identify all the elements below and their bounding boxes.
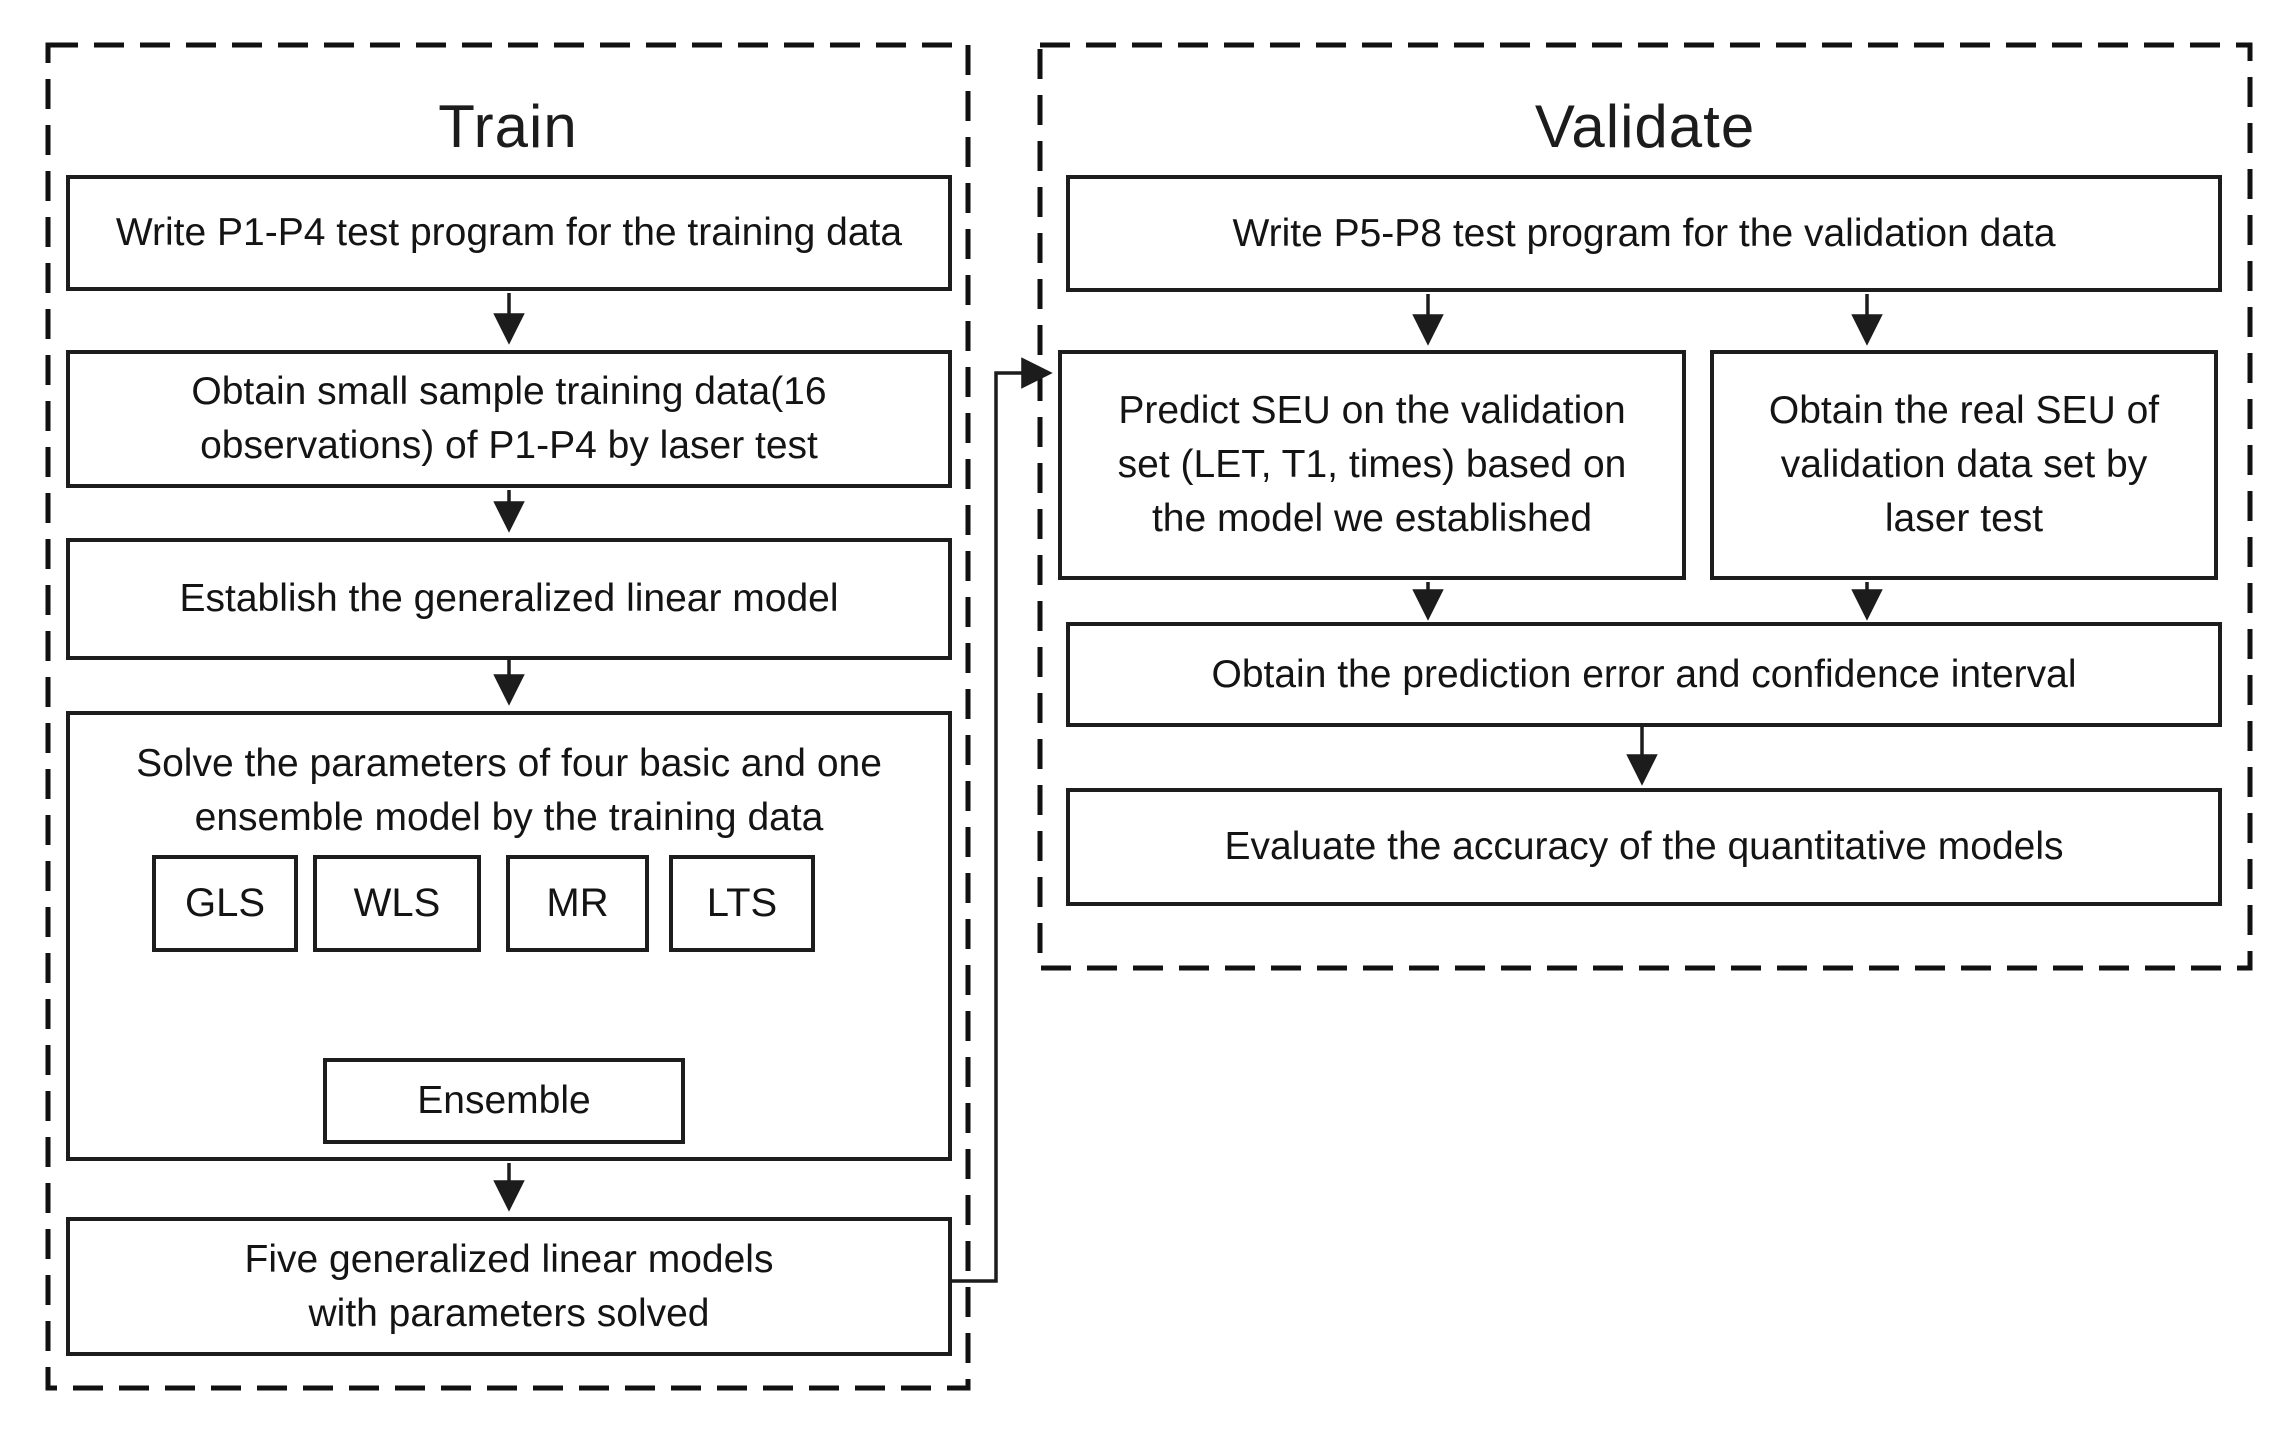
- train-step-solve-line2: ensemble model by the training data: [194, 795, 824, 839]
- train-step-establish-model: Establish the generalized linear model: [66, 538, 952, 660]
- train-step-five-models-line2: with parameters solved: [308, 1291, 710, 1335]
- model-box-lts: LTS: [669, 855, 815, 952]
- validate-real-seu-line2: validation data set by: [1780, 443, 2148, 487]
- ensemble-box: Ensemble: [323, 1058, 685, 1144]
- train-step-solve-line1: Solve the parameters of four basic and o…: [136, 742, 882, 785]
- validate-real-seu-line1: Obtain the real SEU of: [1768, 389, 2160, 433]
- train-step-five-models: Five generalized linear models with para…: [66, 1217, 952, 1356]
- validate-predict-line1: Predict SEU on the validation: [1118, 389, 1626, 433]
- validate-title: Validate: [1534, 93, 1756, 160]
- validate-section-border: [1037, 42, 2253, 971]
- train-step-obtain-data: Obtain small sample training data(16 obs…: [66, 350, 952, 488]
- validate-predict-line2: set (LET, T1, times) based on: [1117, 443, 1627, 487]
- validate-step-predict-seu: Predict SEU on the validation set (LET, …: [1058, 350, 1686, 580]
- train-step-obtain-data-line2: observations) of P1-P4 by laser test: [200, 424, 818, 467]
- validate-step-write-program: Write P5-P8 test program for the validat…: [1066, 175, 2222, 292]
- train-to-validate-connector: [951, 357, 1053, 1283]
- model-box-gls: GLS: [152, 855, 298, 952]
- model-box-wls: WLS: [313, 855, 481, 952]
- model-box-mr: MR: [506, 855, 649, 952]
- train-title: Train: [438, 93, 578, 160]
- train-step-obtain-data-line1: Obtain small sample training data(16: [191, 370, 827, 414]
- validate-predict-line3: the model we established: [1151, 496, 1593, 540]
- validate-real-seu-line3: laser test: [1884, 496, 2044, 540]
- train-section-border: [45, 42, 971, 1391]
- train-step-write-program: Write P1-P4 test program for the trainin…: [66, 175, 952, 291]
- validate-step-real-seu: Obtain the real SEU of validation data s…: [1710, 350, 2218, 580]
- validate-step-evaluate-accuracy: Evaluate the accuracy of the quantitativ…: [1066, 788, 2222, 906]
- validate-step-prediction-error: Obtain the prediction error and confiden…: [1066, 622, 2222, 727]
- train-step-five-models-line1: Five generalized linear models: [244, 1237, 774, 1281]
